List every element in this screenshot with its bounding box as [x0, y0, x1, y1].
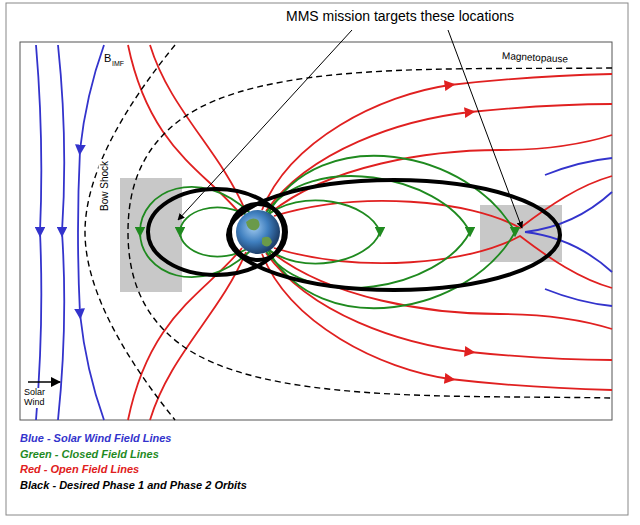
bow-shock-boundary [85, 45, 175, 420]
legend-entry: Red - Open Field Lines [20, 463, 139, 475]
earth-land [246, 218, 272, 246]
legend-text: Red - Open Field Lines [20, 463, 139, 475]
legend-entry: Blue - Solar Wind Field Lines [20, 432, 171, 444]
title-text: MMS mission targets these locations [286, 9, 514, 24]
open-field-lines [128, 45, 612, 420]
outer-frame [6, 3, 628, 515]
field-symbol: B [104, 52, 111, 64]
magnetopause-boundary [128, 68, 612, 398]
diagram-frame [20, 42, 612, 420]
legend-text: Black - Desired Phase 1 and Phase 2 Orbi… [20, 479, 247, 491]
boundary-label: Bow Shock [99, 159, 110, 213]
solar-wind-arrow [28, 381, 60, 383]
field-subscript: IMF [112, 60, 124, 68]
solar-wind-field-lines [36, 45, 612, 420]
earth [236, 210, 280, 254]
legend-entry: Black - Desired Phase 1 and Phase 2 Orbi… [20, 479, 247, 491]
legend-text: Green - Closed Field Lines [20, 448, 159, 460]
boundary-label: Magnetopause [500, 50, 571, 65]
earth-orbit-ring [230, 204, 286, 260]
legend-text: Blue - Solar Wind Field Lines [20, 432, 171, 444]
legend-entry: Green - Closed Field Lines [20, 448, 159, 460]
flow-label: Solar Wind [22, 388, 56, 408]
leader-arrow [178, 30, 352, 220]
